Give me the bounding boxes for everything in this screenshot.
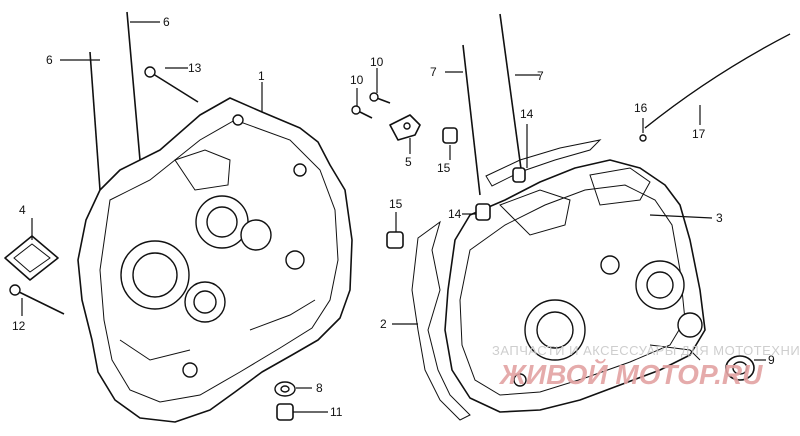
bolt-12 (9, 284, 65, 315)
plate-5 (389, 114, 421, 141)
callout-15-a: 15 (437, 161, 451, 175)
callout-5: 5 (405, 155, 412, 169)
element-4 (4, 235, 59, 281)
callout-2: 2 (380, 317, 387, 331)
callout-10-b: 10 (370, 55, 384, 69)
callout-11: 11 (330, 405, 343, 419)
callout-15-b: 15 (389, 197, 403, 211)
callout-14-b: 14 (448, 207, 462, 221)
stud-7-right (499, 13, 523, 177)
plug-9 (725, 355, 755, 381)
watermark: ЗАПЧАСТИ И АКСЕССУАРЫ ДЛЯ МОТОТЕХНИКИ ЖИ… (492, 343, 800, 390)
right-crankcase (444, 159, 706, 413)
callout-14-a: 14 (520, 107, 534, 121)
left-crankcase (77, 97, 353, 423)
callout-4: 4 (19, 203, 26, 217)
bolt-10-b (369, 92, 391, 104)
dowel-14-lower (475, 203, 491, 221)
dowel-15-lower (386, 231, 404, 249)
callout-7-a: 7 (430, 65, 437, 79)
stud-7-left (462, 44, 481, 196)
callout-8: 8 (316, 381, 323, 395)
dowel-14-upper (512, 167, 526, 183)
callout-10-a: 10 (350, 73, 364, 87)
bolt-13 (144, 66, 199, 103)
watermark-line-2: ЖИВОЙ МОТОР.RU (498, 358, 763, 390)
stud-6-left (89, 51, 101, 191)
callout-3: 3 (716, 211, 723, 225)
clip-16 (639, 134, 647, 142)
washer-8 (274, 381, 296, 397)
dowel-15-upper (442, 127, 458, 144)
leader-lines (21, 21, 766, 413)
stud-6-right (126, 11, 141, 161)
bolt-10-a (351, 105, 373, 119)
callout-7-b: 7 (537, 69, 544, 83)
breather-tube-17 (644, 33, 791, 129)
callout-13: 13 (188, 61, 202, 75)
callout-16: 16 (634, 101, 648, 115)
callout-1: 1 (258, 69, 265, 83)
callout-9: 9 (768, 353, 775, 367)
callout-6-a: 6 (46, 53, 53, 67)
drain-bolt-11 (276, 403, 294, 421)
watermark-line-1: ЗАПЧАСТИ И АКСЕССУАРЫ ДЛЯ МОТОТЕХНИКИ (492, 343, 800, 358)
crankcase-gasket (411, 139, 602, 421)
callout-labels: 1 2 3 4 5 6 6 7 7 8 9 10 10 11 12 13 14 … (12, 15, 775, 419)
callout-6-b: 6 (163, 15, 170, 29)
callout-17: 17 (692, 127, 706, 141)
callout-12: 12 (12, 319, 26, 333)
